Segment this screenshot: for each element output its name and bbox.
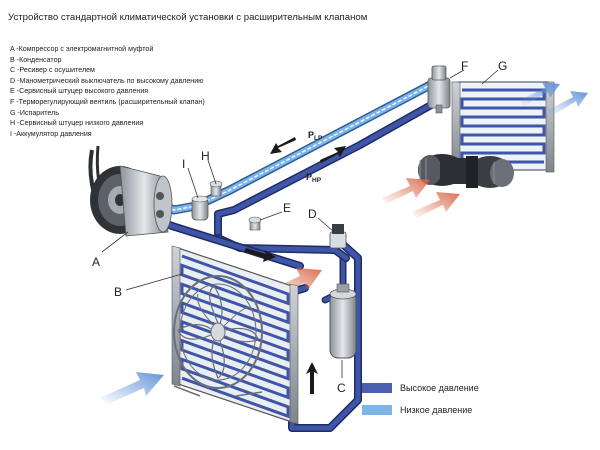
label-h: H bbox=[201, 149, 210, 163]
legend-item-h: H -Сервисный штуцер низкого давления bbox=[10, 119, 144, 128]
legend-item-c: C -Ресивер с осушителем bbox=[10, 66, 95, 75]
legend-item-i: I -Аккумулятор давления bbox=[10, 129, 92, 138]
label-i: I bbox=[182, 157, 185, 171]
high-pressure-label: PHP bbox=[306, 172, 322, 184]
cool-air-arrows bbox=[100, 82, 588, 404]
legend-item-a: A -Компрессор с электромагнитной муфтой bbox=[10, 45, 154, 53]
component-legend: A -Компрессор с электромагнитной муфтой … bbox=[10, 44, 205, 139]
diagram-title: Устройство стандартной климатической уст… bbox=[8, 12, 368, 23]
label-f: F bbox=[461, 59, 468, 73]
expansion-valve bbox=[427, 65, 451, 114]
accumulator bbox=[191, 195, 209, 221]
label-d: D bbox=[308, 207, 317, 221]
label-g: G bbox=[498, 59, 507, 73]
low-pressure-line bbox=[145, 77, 441, 215]
low-pressure-swatch bbox=[362, 405, 392, 415]
low-pressure-label: PLP bbox=[308, 130, 323, 142]
condenser bbox=[171, 245, 299, 425]
legend-item-e: E -Сервисный штуцер высокого давления bbox=[10, 87, 149, 96]
legend-item-g: G -Испаритель bbox=[10, 108, 59, 117]
compressor bbox=[88, 145, 173, 237]
label-c: C bbox=[337, 381, 346, 395]
blower-fan bbox=[418, 154, 514, 188]
high-pressure-switch bbox=[329, 224, 347, 249]
leader-lines bbox=[101, 69, 499, 378]
warm-air-arrows bbox=[270, 178, 460, 296]
label-b: B bbox=[114, 285, 122, 299]
condenser-fan bbox=[173, 275, 263, 397]
high-pressure-service-port bbox=[248, 216, 262, 231]
label-e: E bbox=[283, 201, 291, 215]
legend-item-b: B -Конденсатор bbox=[10, 55, 62, 64]
label-a: A bbox=[92, 255, 100, 269]
legend-item-f: F -Терморегулирующий вентиль (расширител… bbox=[10, 97, 205, 106]
legend-item-d: D -Манометрический выключатель по высоко… bbox=[10, 76, 204, 85]
low-pressure-key-label: Низкое давление bbox=[400, 405, 473, 415]
flow-arrows bbox=[244, 137, 346, 394]
high-pressure-key-label: Высокое давление bbox=[400, 383, 479, 393]
receiver-drier bbox=[329, 283, 357, 359]
high-pressure-swatch bbox=[362, 383, 392, 393]
